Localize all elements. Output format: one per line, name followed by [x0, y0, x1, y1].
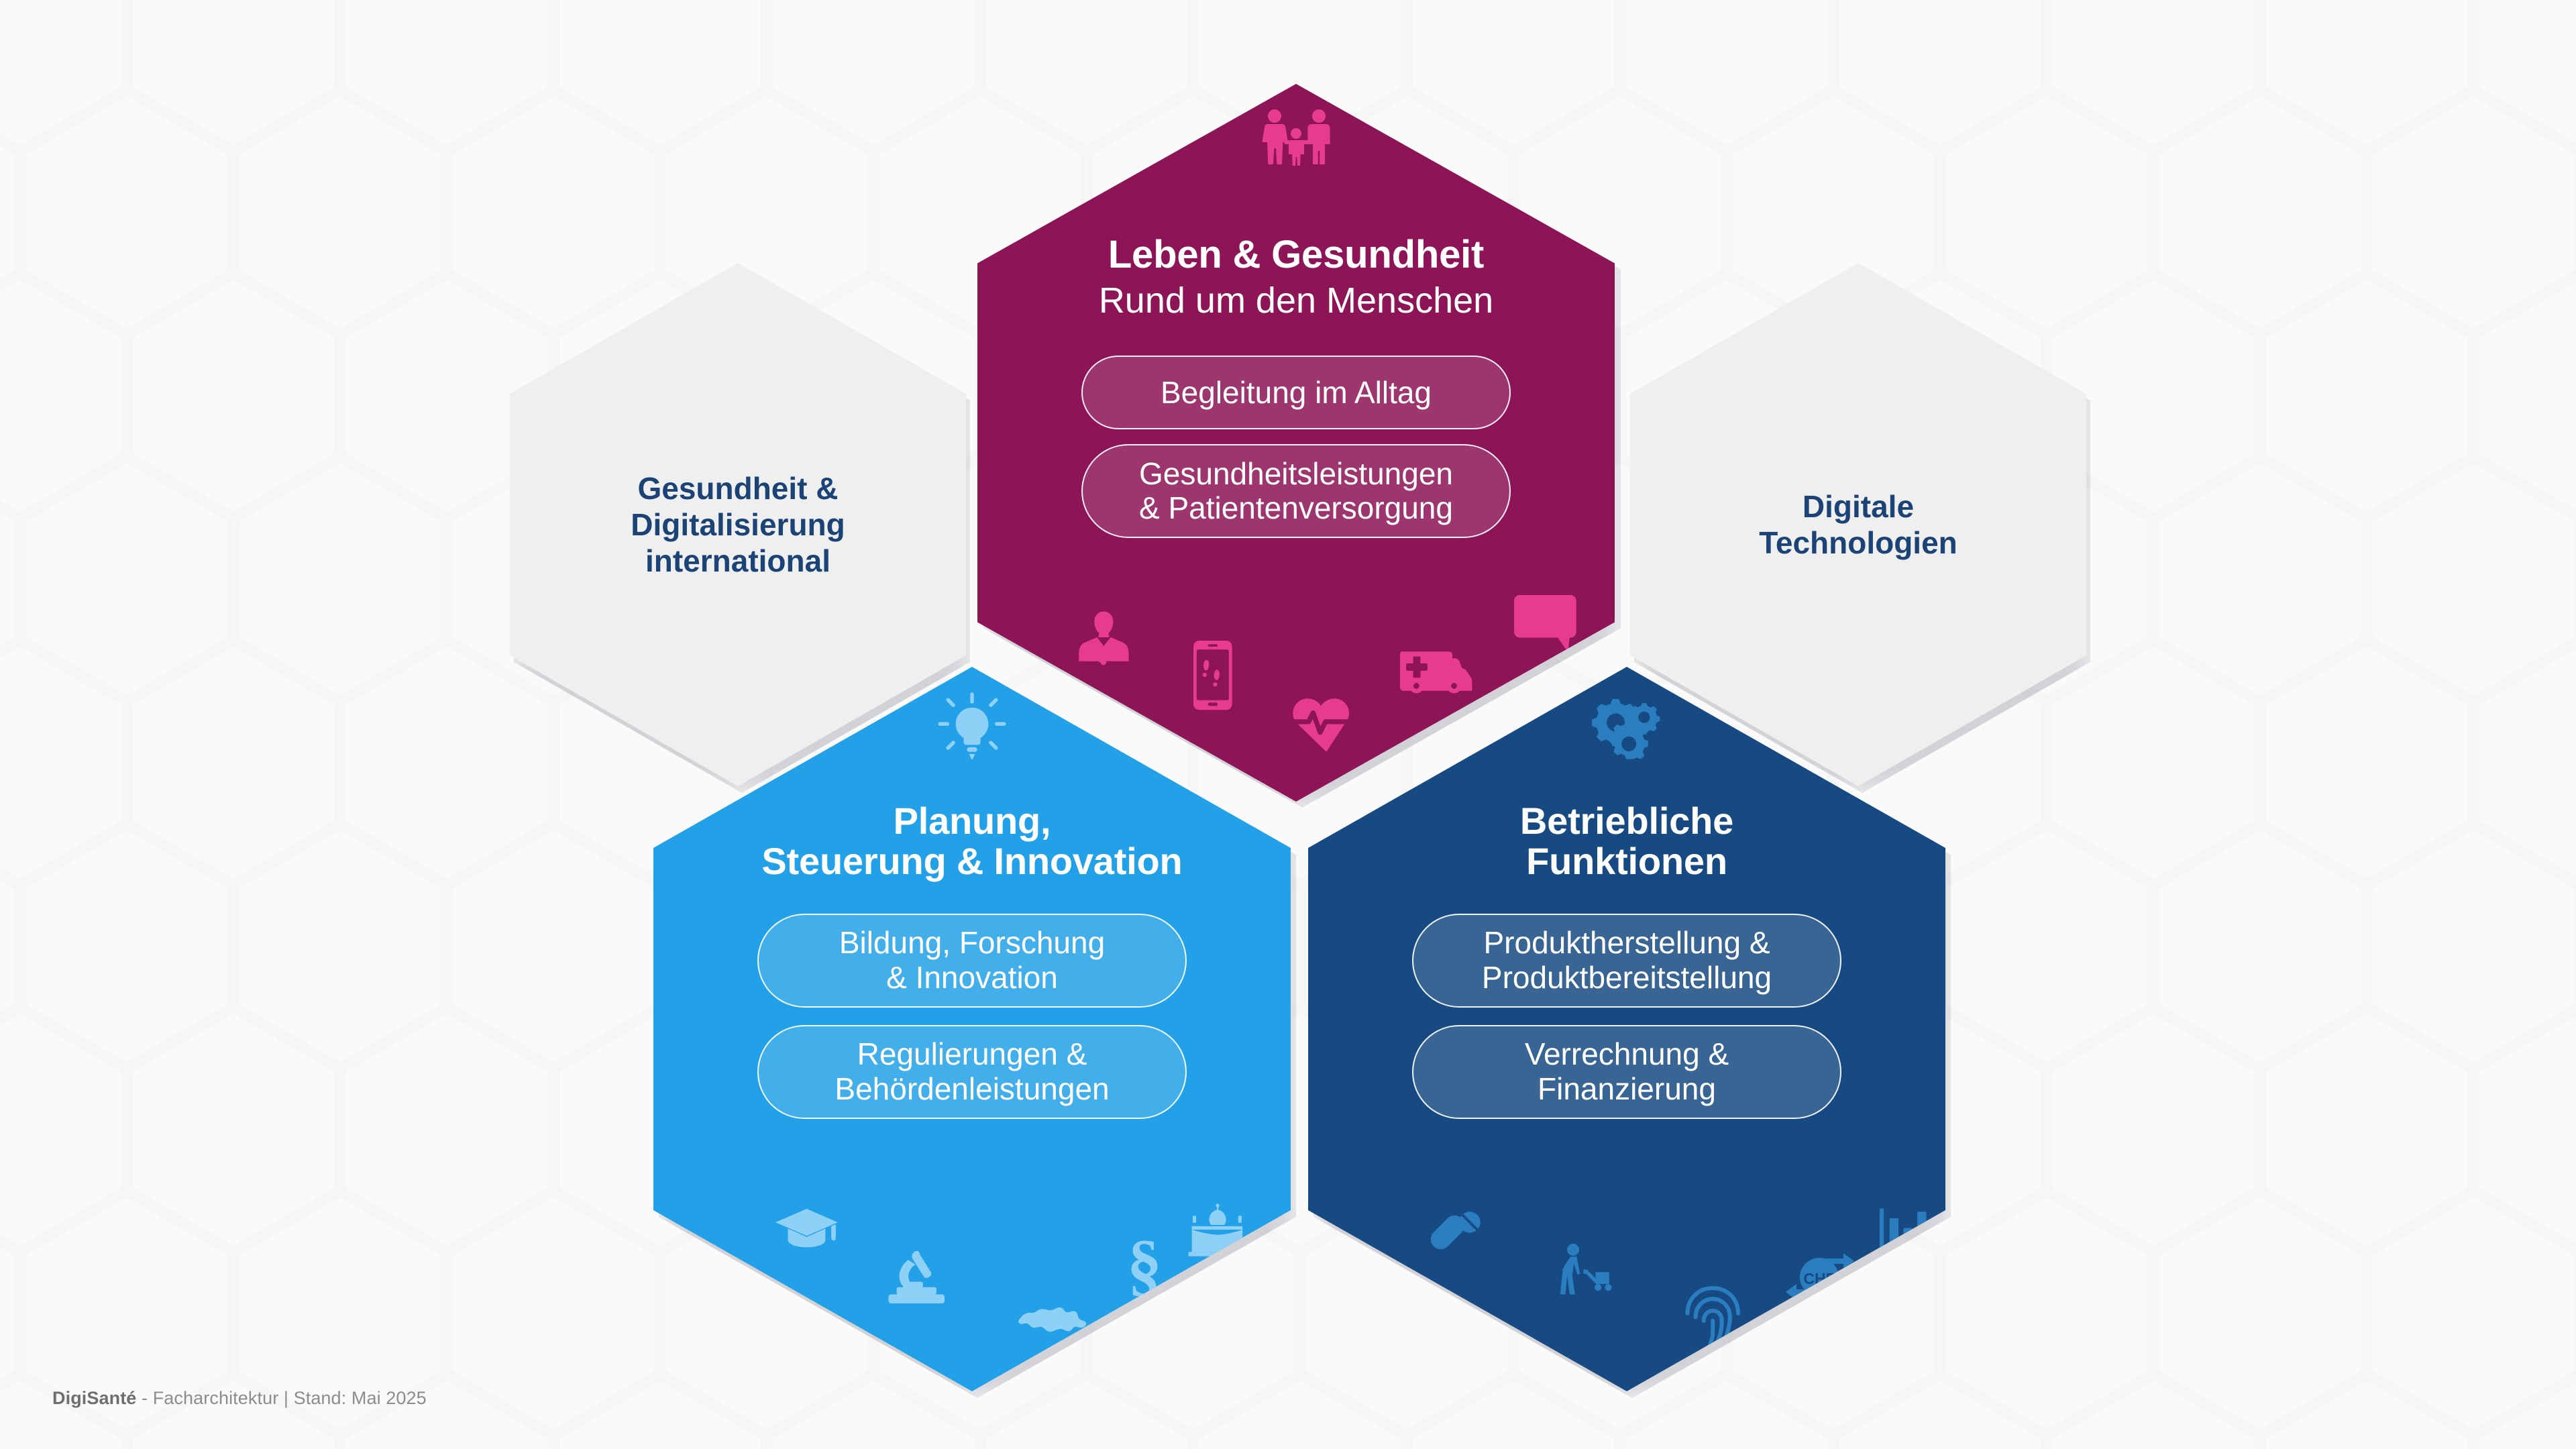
planning-title: Planung, Steuerung & Innovation: [761, 800, 1183, 882]
microscope-icon: [888, 1250, 945, 1303]
lightbulb-icon: [937, 692, 1007, 765]
family-icon: [1258, 108, 1334, 170]
operations-decor-icons: CHF: [1308, 1197, 1945, 1391]
international-title: Gesundheit & Digitalisierung internation…: [631, 470, 845, 579]
gears-icon: [1589, 695, 1664, 767]
footer-rest: - Facharchitektur | Stand: Mai 2025: [136, 1388, 427, 1408]
life-title: Leben & Gesundheit: [1108, 233, 1485, 276]
pill-begleitung-im-alltag[interactable]: Begleitung im Alltag: [1081, 356, 1511, 430]
pill-regulierungen-behoerdenleistungen[interactable]: Regulierungen & Behördenleistungen: [757, 1024, 1187, 1119]
hexagon-gesundheit-digitalisierung-international[interactable]: Gesundheit & Digitalisierung internation…: [510, 263, 966, 786]
speech-bubble-icon: [1514, 595, 1576, 653]
hexagon-leben-gesundheit[interactable]: Leben & Gesundheit Rund um den Menschen …: [977, 84, 1615, 802]
doctor-icon: [1079, 611, 1129, 665]
swiss-map-icon: [1018, 1307, 1087, 1332]
operations-title: Betriebliche Funktionen: [1519, 800, 1734, 882]
digital-tech-title: Digitale Technologien: [1759, 488, 1957, 560]
footer-brand: DigiSanté: [52, 1388, 137, 1408]
ambulance-icon: [1400, 651, 1472, 694]
pill-verrechnung-finanzierung[interactable]: Verrechnung & Finanzierung: [1412, 1024, 1841, 1119]
heart-pulse-icon: [1292, 698, 1358, 752]
pill-bildung-forschung-innovation[interactable]: Bildung, Forschung & Innovation: [757, 913, 1187, 1008]
graduation-cap-icon: [775, 1209, 838, 1248]
pills-medication-icon: [1430, 1212, 1481, 1250]
life-subtitle: Rund um den Menschen: [1098, 280, 1494, 321]
pill-gesundheitsleistungen-patientenversorgung[interactable]: Gesundheitsleistungen & Patientenversorg…: [1081, 444, 1511, 539]
pill-produktherstellung-produktbereitstellung[interactable]: Produktherstellung & Produktbereitstellu…: [1412, 913, 1841, 1008]
footer-caption: DigiSanté - Facharchitektur | Stand: Mai…: [52, 1388, 427, 1409]
planning-decor-icons: §: [653, 1197, 1291, 1391]
logistics-worker-icon: [1560, 1244, 1612, 1295]
smartphone-footsteps-icon: [1193, 641, 1232, 710]
